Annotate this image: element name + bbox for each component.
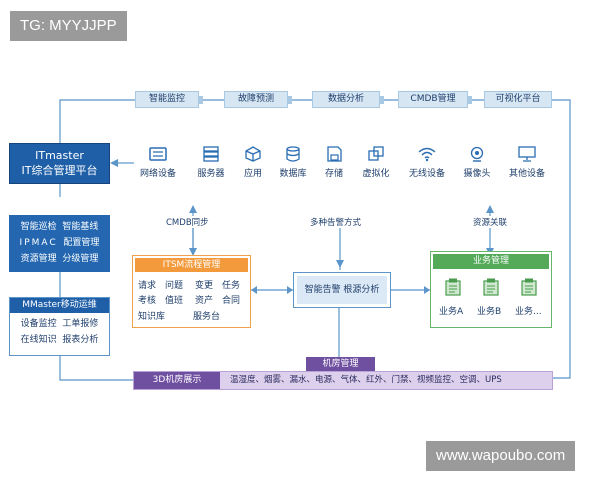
mobile-item: 在线知识 — [20, 335, 57, 345]
itsm-item: 请求 — [138, 281, 157, 291]
itsm-box: ITSM流程管理 请求 问题 变更 任务 考核 值班 资产 合同 知识库 服务台 — [132, 255, 251, 328]
storage-icon — [327, 146, 342, 162]
virtualization-icon — [368, 146, 384, 161]
device-database: 数据库 — [263, 146, 323, 179]
itsm-item: 资产 — [195, 296, 214, 306]
business-item: 业务B — [477, 307, 502, 317]
wifi-icon — [418, 147, 436, 162]
device-storage: 存储 — [304, 146, 364, 179]
business-a-icon — [445, 278, 461, 296]
mobile-title: MMaster移动运维 — [10, 298, 109, 313]
network-device-icon — [149, 147, 167, 161]
platform-name: ITmaster — [35, 149, 84, 162]
device-wireless: 无线设备 — [397, 146, 457, 179]
mobile-item: 设备监控 — [20, 319, 57, 329]
itsm-item: 服务台 — [193, 312, 221, 322]
alert-analysis-box: 智能告警 根源分析 — [293, 272, 391, 308]
room-3d-view: 3D机房展示 — [134, 372, 220, 389]
platform-box: ITmaster IT综合管理平台 — [9, 143, 110, 184]
itsm-item: 知识库 — [138, 312, 166, 322]
server-icon — [203, 146, 219, 162]
device-label: 无线设备 — [408, 169, 445, 179]
functions-box: 智能巡检 智能基线 IPMAC 配置管理 资源管理 分级管理 — [9, 215, 110, 272]
business-item: 业务... — [515, 307, 542, 317]
device-label: 网络设备 — [139, 169, 176, 179]
top-item-visualization: 可视化平台 — [484, 91, 552, 108]
function-item: IPMAC — [19, 238, 58, 248]
business-more-icon — [521, 278, 537, 296]
monitor-icon — [518, 146, 536, 162]
room-bar: 3D机房展示 温湿度、烟雾、漏水、电源、气体、红外、门禁、视频监控、空调、UPS — [133, 371, 553, 390]
top-item-monitoring: 智能监控 — [135, 91, 199, 108]
device-other: 其他设备 — [497, 146, 557, 179]
function-item: 配置管理 — [63, 238, 100, 248]
top-item-data-analysis: 数据分析 — [312, 91, 380, 108]
device-label: 数据库 — [279, 169, 307, 179]
device-network: 网络设备 — [128, 146, 188, 179]
device-server: 服务器 — [181, 146, 241, 179]
room-title: 机房管理 — [306, 357, 375, 371]
itsm-item: 值班 — [165, 296, 184, 306]
device-label: 其他设备 — [508, 169, 545, 179]
app-cube-icon — [245, 146, 261, 162]
mobile-item: 工单报修 — [62, 319, 99, 329]
device-label: 虚拟化 — [362, 169, 390, 179]
itsm-title: ITSM流程管理 — [135, 258, 248, 272]
device-camera: 摄像头 — [447, 146, 507, 179]
function-item: 分级管理 — [62, 254, 99, 264]
device-label: 摄像头 — [463, 169, 491, 179]
function-item: 资源管理 — [20, 254, 57, 264]
business-b-icon — [483, 278, 499, 296]
mobile-box: MMaster移动运维 设备监控 工单报修 在线知识 报表分析 — [9, 297, 110, 356]
itsm-item: 问题 — [165, 281, 184, 291]
top-item-cmdb: CMDB管理 — [398, 91, 468, 108]
platform-subtitle: IT综合管理平台 — [21, 164, 98, 177]
itsm-item: 任务 — [222, 281, 241, 291]
label-alert-methods: 多种告警方式 — [308, 216, 364, 228]
camera-icon — [470, 146, 484, 162]
watermark-top: TG: MYYJJPP — [10, 11, 127, 41]
mobile-item: 报表分析 — [62, 335, 99, 345]
itsm-item: 考核 — [138, 296, 157, 306]
itsm-item: 合同 — [222, 296, 241, 306]
watermark-bottom: www.wapoubo.com — [426, 441, 576, 471]
device-label: 存储 — [324, 169, 343, 179]
business-title: 业务管理 — [433, 254, 549, 269]
business-item: 业务A — [439, 307, 464, 317]
device-label: 服务器 — [197, 169, 225, 179]
device-app: 应用 — [223, 146, 283, 179]
label-cmdb-sync: CMDB同步 — [164, 216, 211, 228]
label-resource-link: 资源关联 — [471, 216, 510, 228]
room-items: 温湿度、烟雾、漏水、电源、气体、红外、门禁、视频监控、空调、UPS — [230, 375, 502, 385]
function-item: 智能巡检 — [20, 222, 57, 232]
business-box: 业务管理 业务A 业务B 业务... — [430, 251, 552, 328]
function-item: 智能基线 — [62, 222, 99, 232]
device-virtualization: 虚拟化 — [346, 146, 406, 179]
database-icon — [286, 146, 300, 162]
alert-analysis-label: 智能告警 根源分析 — [297, 276, 387, 304]
top-item-fault-prediction: 故障预测 — [224, 91, 288, 108]
device-label: 应用 — [243, 169, 262, 179]
itsm-item: 变更 — [195, 281, 214, 291]
